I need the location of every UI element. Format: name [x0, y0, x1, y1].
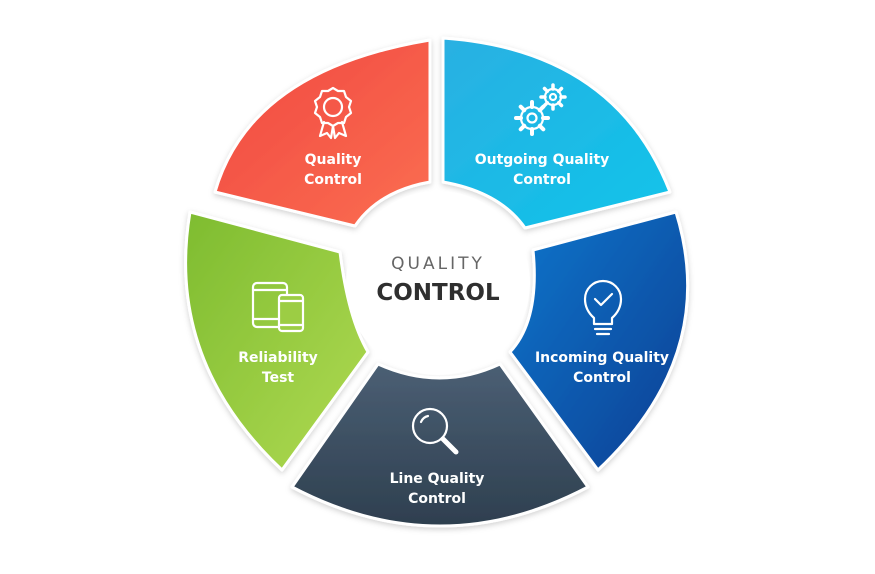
label-incoming-quality-control-line2: Control	[573, 370, 631, 386]
segment-incoming-quality-control	[508, 210, 690, 472]
segment-line-quality-control	[290, 362, 590, 528]
label-quality-control-line2: Control	[304, 172, 362, 188]
devices-icon	[251, 281, 305, 333]
segment-outgoing-quality-control	[441, 36, 672, 230]
label-reliability-test-line2: Test	[262, 370, 295, 386]
center-circle	[346, 191, 530, 375]
magnifier-icon	[411, 407, 459, 455]
segment-quality-control	[213, 38, 432, 228]
label-line-quality-control-line1: Line Quality	[390, 471, 485, 487]
award-badge-icon	[313, 86, 353, 140]
label-incoming-quality-control-line1: Incoming Quality	[535, 350, 669, 366]
label-line-quality-control-line2: Control	[408, 491, 466, 507]
label-outgoing-quality-control-line1: Outgoing Quality	[475, 152, 610, 168]
label-quality-control-line1: Quality	[305, 152, 362, 168]
label-outgoing-quality-control-line2: Control	[513, 172, 571, 188]
label-reliability-test-line1: Reliability	[238, 350, 318, 366]
lightbulb-check-icon	[583, 279, 623, 336]
center-title-line1: QUALITY	[391, 254, 485, 274]
gears-icon	[514, 83, 567, 136]
center-title-line2: CONTROL	[376, 280, 500, 306]
